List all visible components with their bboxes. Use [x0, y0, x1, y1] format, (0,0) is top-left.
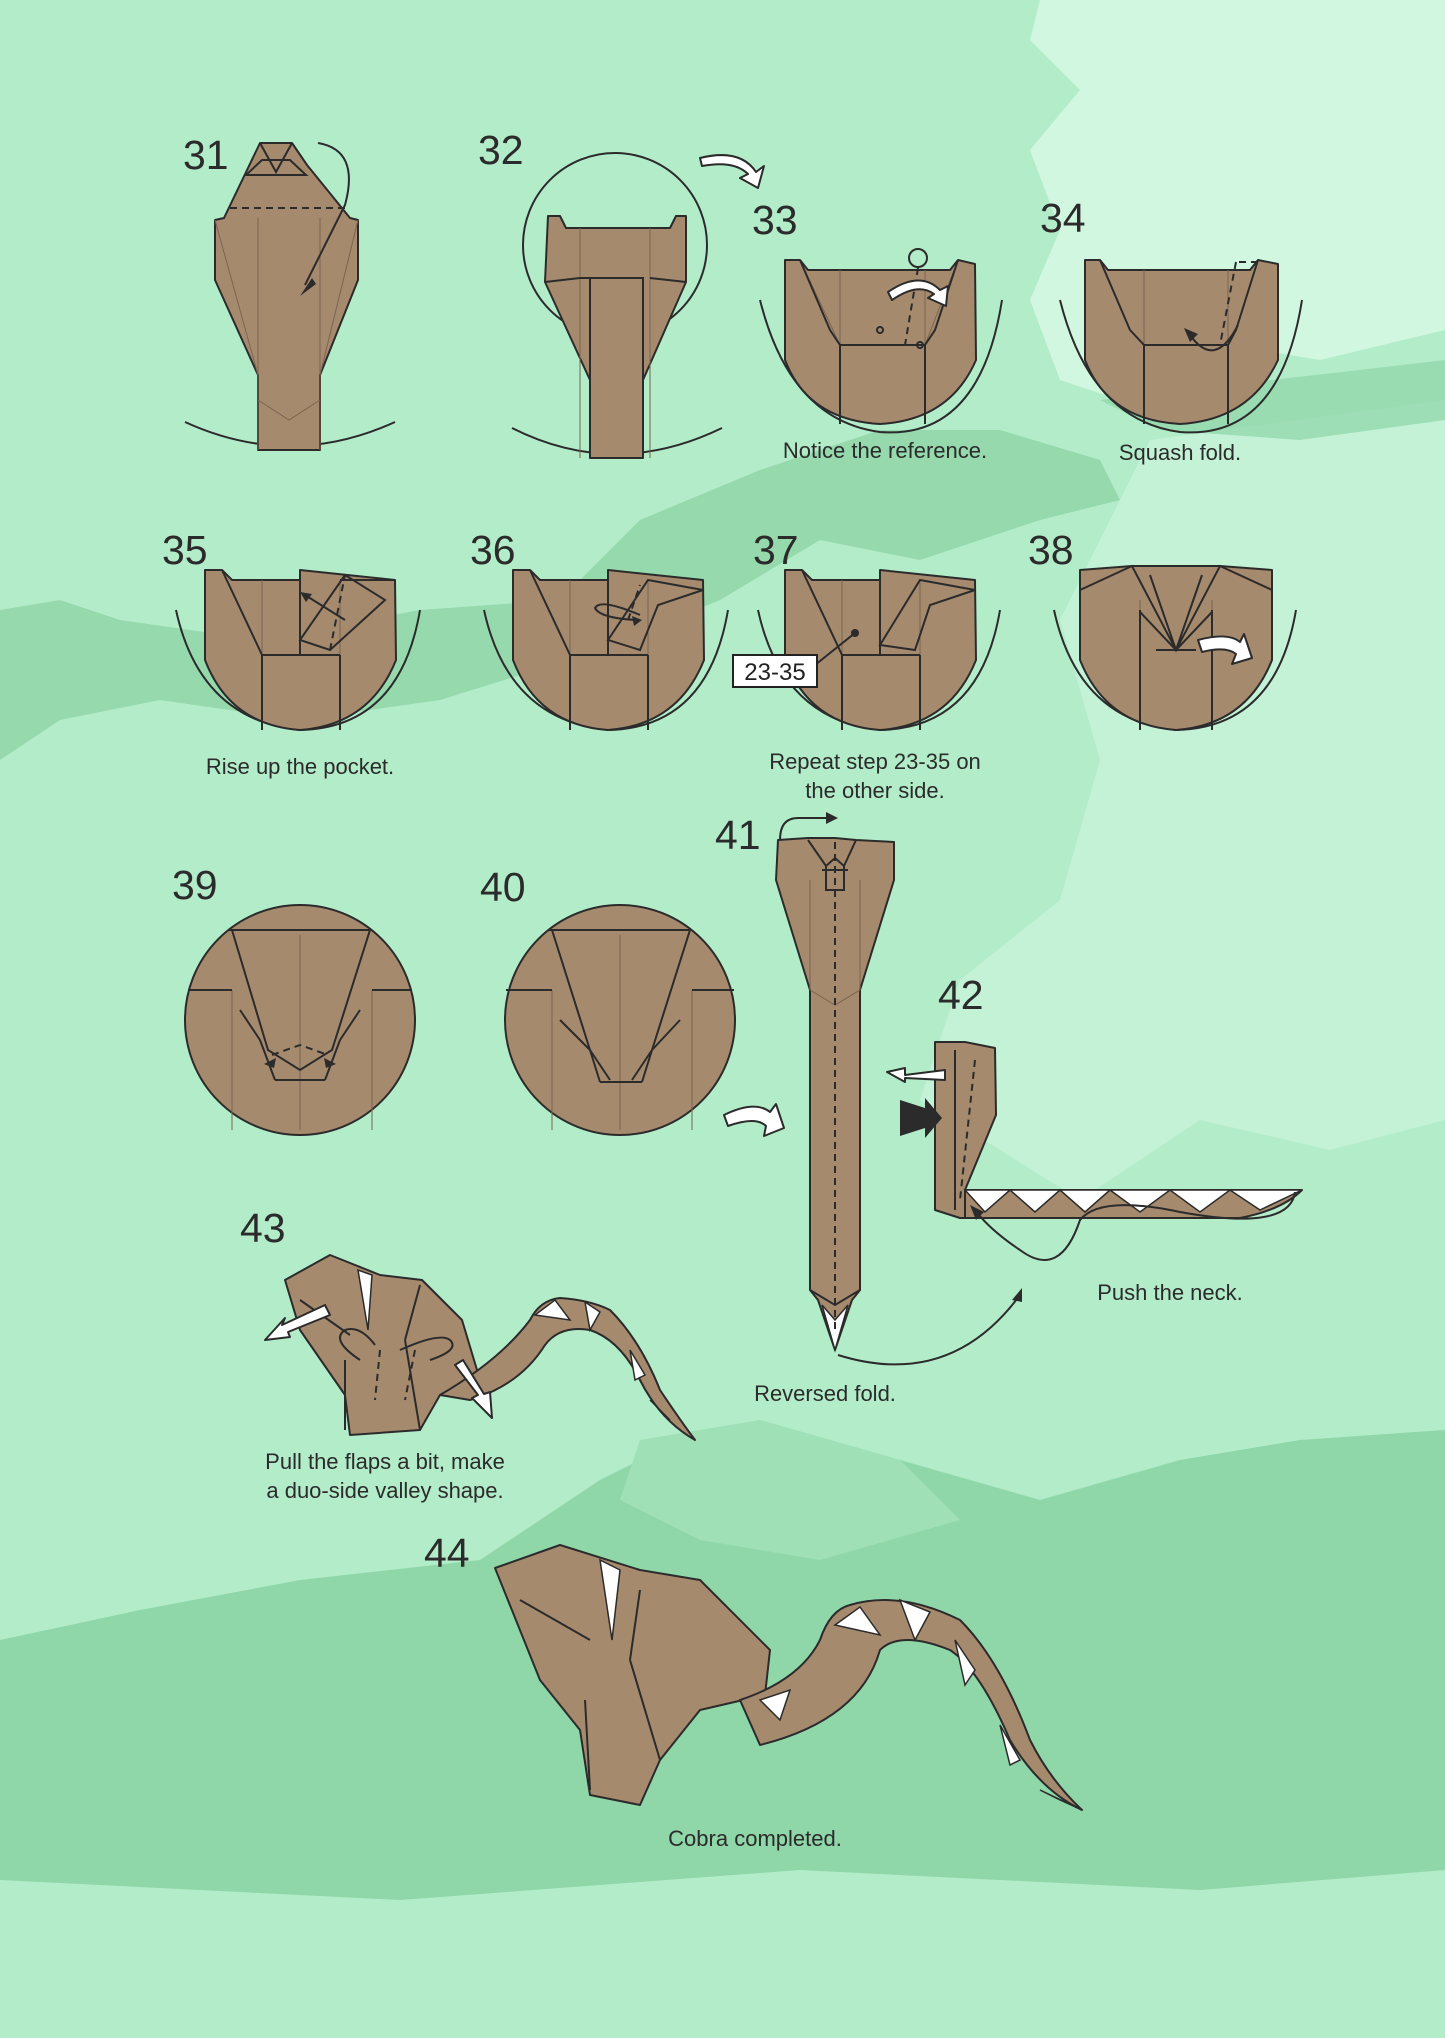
- step-41-figure: [775, 812, 1022, 1366]
- step-37-figure: [757, 569, 1001, 732]
- step-35-number: 35: [162, 527, 208, 573]
- step-39-number: 39: [172, 862, 218, 908]
- step-43-caption: Pull the flaps a bit, make a duo-side va…: [220, 1448, 550, 1505]
- step-38-number: 38: [1028, 527, 1074, 573]
- step-44-caption: Cobra completed.: [668, 1826, 842, 1851]
- step-37-caption-line-1: Repeat step 23-35 on: [769, 749, 981, 774]
- step-41-caption: Reversed fold.: [754, 1381, 896, 1406]
- step-34-caption: Squash fold.: [1118, 440, 1242, 465]
- step-37-caption-line-2: the other side.: [805, 777, 945, 803]
- step-36-number: 36: [470, 527, 516, 573]
- step-35-figure: [175, 569, 421, 732]
- reference-tag: 23-35: [732, 654, 818, 688]
- step-33-number: 33: [752, 197, 798, 243]
- step-43-caption-line-1: Pull the flaps a bit, make: [265, 1449, 505, 1474]
- step-34-number: 34: [1040, 195, 1086, 241]
- bg-mid-lower: [620, 1420, 960, 1560]
- step-31-number: 31: [183, 132, 229, 178]
- step-34-figure: [1059, 259, 1303, 434]
- step-42-figure: [886, 1041, 1303, 1261]
- step-43-figure: [264, 1254, 696, 1441]
- step-36-figure: [483, 569, 729, 732]
- step-43-caption-line-2: a duo-side valley shape.: [266, 1477, 504, 1503]
- step-32-number: 32: [478, 127, 524, 173]
- next-arrow: [723, 1103, 785, 1137]
- step-44-number: 44: [424, 1530, 470, 1576]
- step-33-figure: [759, 248, 1003, 434]
- step-38-figure: [1053, 564, 1297, 732]
- bg-dark-lower: [0, 1420, 1445, 2038]
- step-42-caption: Push the neck.: [1097, 1280, 1243, 1305]
- step-37-caption: Repeat step 23-35 on the other side.: [720, 748, 1030, 805]
- turn-over-arrow: [699, 154, 765, 189]
- step-39-figure: [184, 904, 416, 1136]
- step-40-number: 40: [480, 864, 526, 910]
- step-40-figure: [504, 904, 785, 1137]
- step-44-figure: [494, 1544, 1083, 1811]
- step-43-number: 43: [240, 1205, 286, 1251]
- step-35-caption: Rise up the pocket.: [205, 754, 395, 779]
- step-31-figure: [184, 142, 396, 451]
- step-41-number: 41: [715, 812, 761, 858]
- step-37-number: 37: [753, 527, 799, 573]
- bg-light-region-2: [920, 400, 1445, 1200]
- step-33-caption: Notice the reference.: [782, 438, 988, 463]
- step-32-figure: [511, 152, 765, 459]
- step-42-number: 42: [938, 972, 984, 1018]
- bg-bottom-band: [0, 1870, 1445, 2038]
